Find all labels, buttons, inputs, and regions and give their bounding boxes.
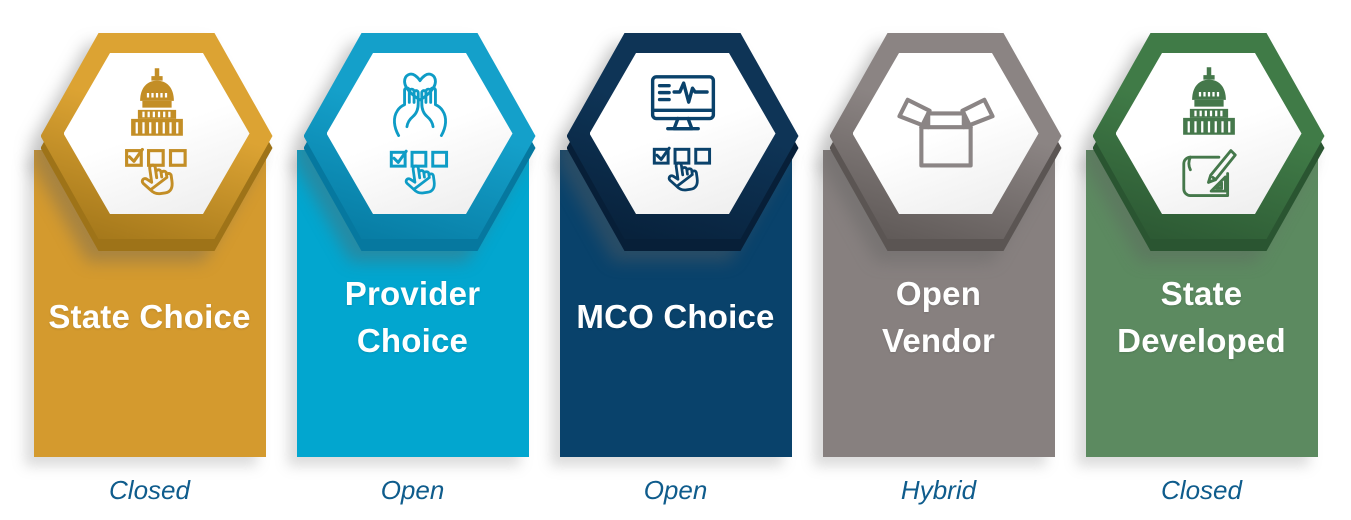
status-label: Hybrid (900, 475, 977, 505)
ballot-checkbox-icon (652, 146, 711, 194)
ballot-checkbox-icon (389, 149, 448, 197)
card-title: State Choice (48, 298, 251, 336)
card-state-choice: State Choice Closed (33, 33, 273, 506)
hexagon-badge (566, 33, 799, 251)
hexagon-badge (40, 33, 273, 251)
status-label: Open (643, 475, 708, 505)
capitol-icon (1181, 66, 1236, 135)
open-box-icon (894, 96, 998, 172)
card-title: Open Vendor (881, 274, 996, 359)
ballot-checkbox-icon (124, 147, 187, 198)
card-title: State Developed (1117, 274, 1286, 359)
heart-in-hands-icon (392, 72, 447, 137)
infographic-row: State Choice Closed Provider Choice Open (33, 33, 1325, 506)
status-label: Open (380, 475, 445, 505)
hexagon-badge (1092, 33, 1325, 251)
card-title: MCO Choice (576, 298, 775, 336)
card-mco-choice: MCO Choice Open (559, 33, 799, 506)
card-provider-choice: Provider Choice Open (296, 33, 536, 506)
monitor-ekg-icon (650, 74, 715, 130)
card-title: Provider Choice (344, 274, 481, 359)
card-open-vendor: Open Vendor Hybrid (822, 33, 1062, 506)
card-state-developed: State Developed Closed (1085, 33, 1325, 506)
hexagon-badge (303, 33, 536, 251)
hexagon-badge (829, 33, 1062, 251)
status-label: Closed (1161, 475, 1242, 505)
capitol-icon (129, 68, 184, 136)
status-label: Closed (109, 475, 190, 505)
blueprint-icon (1181, 148, 1237, 197)
